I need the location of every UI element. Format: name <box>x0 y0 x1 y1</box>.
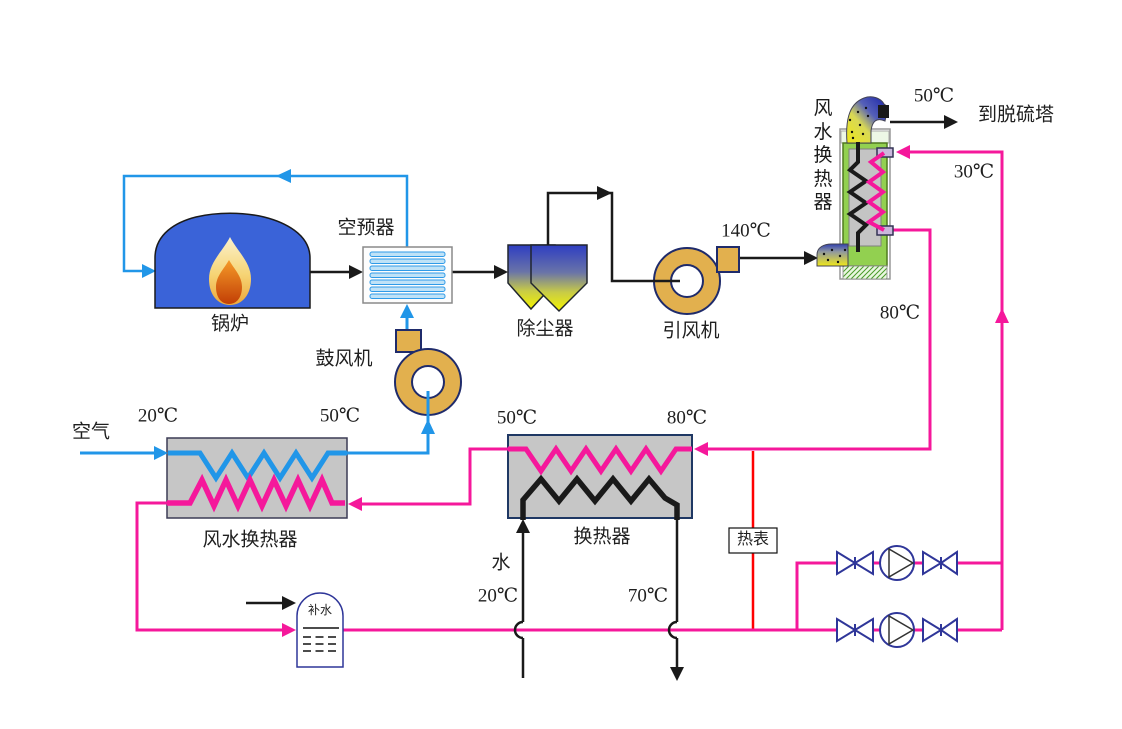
water-hx-shape <box>507 434 693 519</box>
arrow-into-makeup-tank <box>282 623 296 637</box>
arrow-into-water-hx <box>694 442 708 456</box>
label-boiler: 锅炉 <box>210 313 250 335</box>
arrow-air-up <box>421 419 435 434</box>
label-air-water-hx: 风水换热器 <box>202 529 298 551</box>
black-zigzag-flue-hx <box>846 142 870 252</box>
temp-air-out-50: 50℃ <box>319 405 361 427</box>
arrow-into-preheater <box>349 265 363 279</box>
label-heat-meter: 热表 <box>736 531 770 548</box>
arrow-into-hx-duct <box>804 251 818 265</box>
pump-valve-branch-upper <box>836 545 958 581</box>
arrow-into-boiler <box>142 264 156 278</box>
inlet-duct <box>816 243 849 267</box>
label-water: 水 <box>491 552 511 574</box>
label-makeup-water: 补水 <box>307 603 333 617</box>
makeup-water-tank-shape <box>296 592 344 668</box>
arrow-into-duster <box>494 265 508 279</box>
pink-zigzag-flue-hx <box>865 151 887 232</box>
label-flue-water-hx: 风水换热器 <box>813 98 833 213</box>
flame-inner-icon <box>216 260 242 304</box>
temp-air-in-20: 20℃ <box>137 405 179 427</box>
pump-valve-branch-lower <box>836 612 958 648</box>
label-air-inlet: 空气 <box>71 421 111 443</box>
temp-stack-50: 50℃ <box>913 85 955 107</box>
dust-collector-shape <box>507 244 588 313</box>
arrow-into-preheater-bottom <box>400 304 414 318</box>
temp-return-30: 30℃ <box>953 161 995 183</box>
label-heat-exchanger: 换热器 <box>573 526 631 548</box>
arrow-air-into-hx <box>154 446 168 460</box>
arrow-into-tank <box>282 596 296 610</box>
temp-circuit-in-50: 50℃ <box>496 407 538 429</box>
arrow-flue-corner <box>597 186 612 200</box>
blue-air-zigzag <box>168 448 347 483</box>
label-dust-collector: 除尘器 <box>516 318 574 340</box>
arrow-into-air-water-hx <box>348 497 362 511</box>
label-to-tower: 到脱硫塔 <box>977 104 1055 126</box>
water-lines <box>513 518 679 678</box>
label-induced-fan: 引风机 <box>662 320 720 342</box>
air-preheater-shape <box>362 246 453 304</box>
arrow-loop-left <box>276 169 291 183</box>
label-blower: 鼓风机 <box>315 348 373 370</box>
temp-water-in-20: 20℃ <box>477 585 519 607</box>
hx-top-port <box>876 147 894 158</box>
arrow-30c-into-hx <box>896 145 910 159</box>
arrow-to-tower <box>944 115 958 129</box>
arrow-water-out <box>670 667 684 681</box>
temp-circuit-out-80: 80℃ <box>666 407 708 429</box>
temp-supply-80: 80℃ <box>879 302 921 324</box>
air-recirculation-loop <box>122 174 409 273</box>
flue-gas-lines <box>246 120 944 605</box>
arrow-water-in <box>516 519 530 533</box>
temp-water-out-70: 70℃ <box>627 585 669 607</box>
stack-duct <box>846 96 889 144</box>
pink-zigzag-water-hx <box>508 444 692 476</box>
heat-meter-box <box>728 527 778 554</box>
boiler-shape <box>154 212 311 309</box>
pink-zigzag-air-water-hx <box>167 473 345 513</box>
air-hx-to-blower <box>347 391 430 455</box>
arrow-riser-up <box>995 308 1009 323</box>
induced-draft-fan-shape <box>653 246 740 315</box>
hx-bottom-port <box>876 225 894 236</box>
black-zigzag-water-hx <box>520 474 680 520</box>
temp-flue-140: 140℃ <box>721 220 771 242</box>
stack-stub <box>878 105 889 118</box>
label-air-preheater: 空预器 <box>337 217 395 239</box>
flue-water-hx-shape <box>816 96 894 280</box>
